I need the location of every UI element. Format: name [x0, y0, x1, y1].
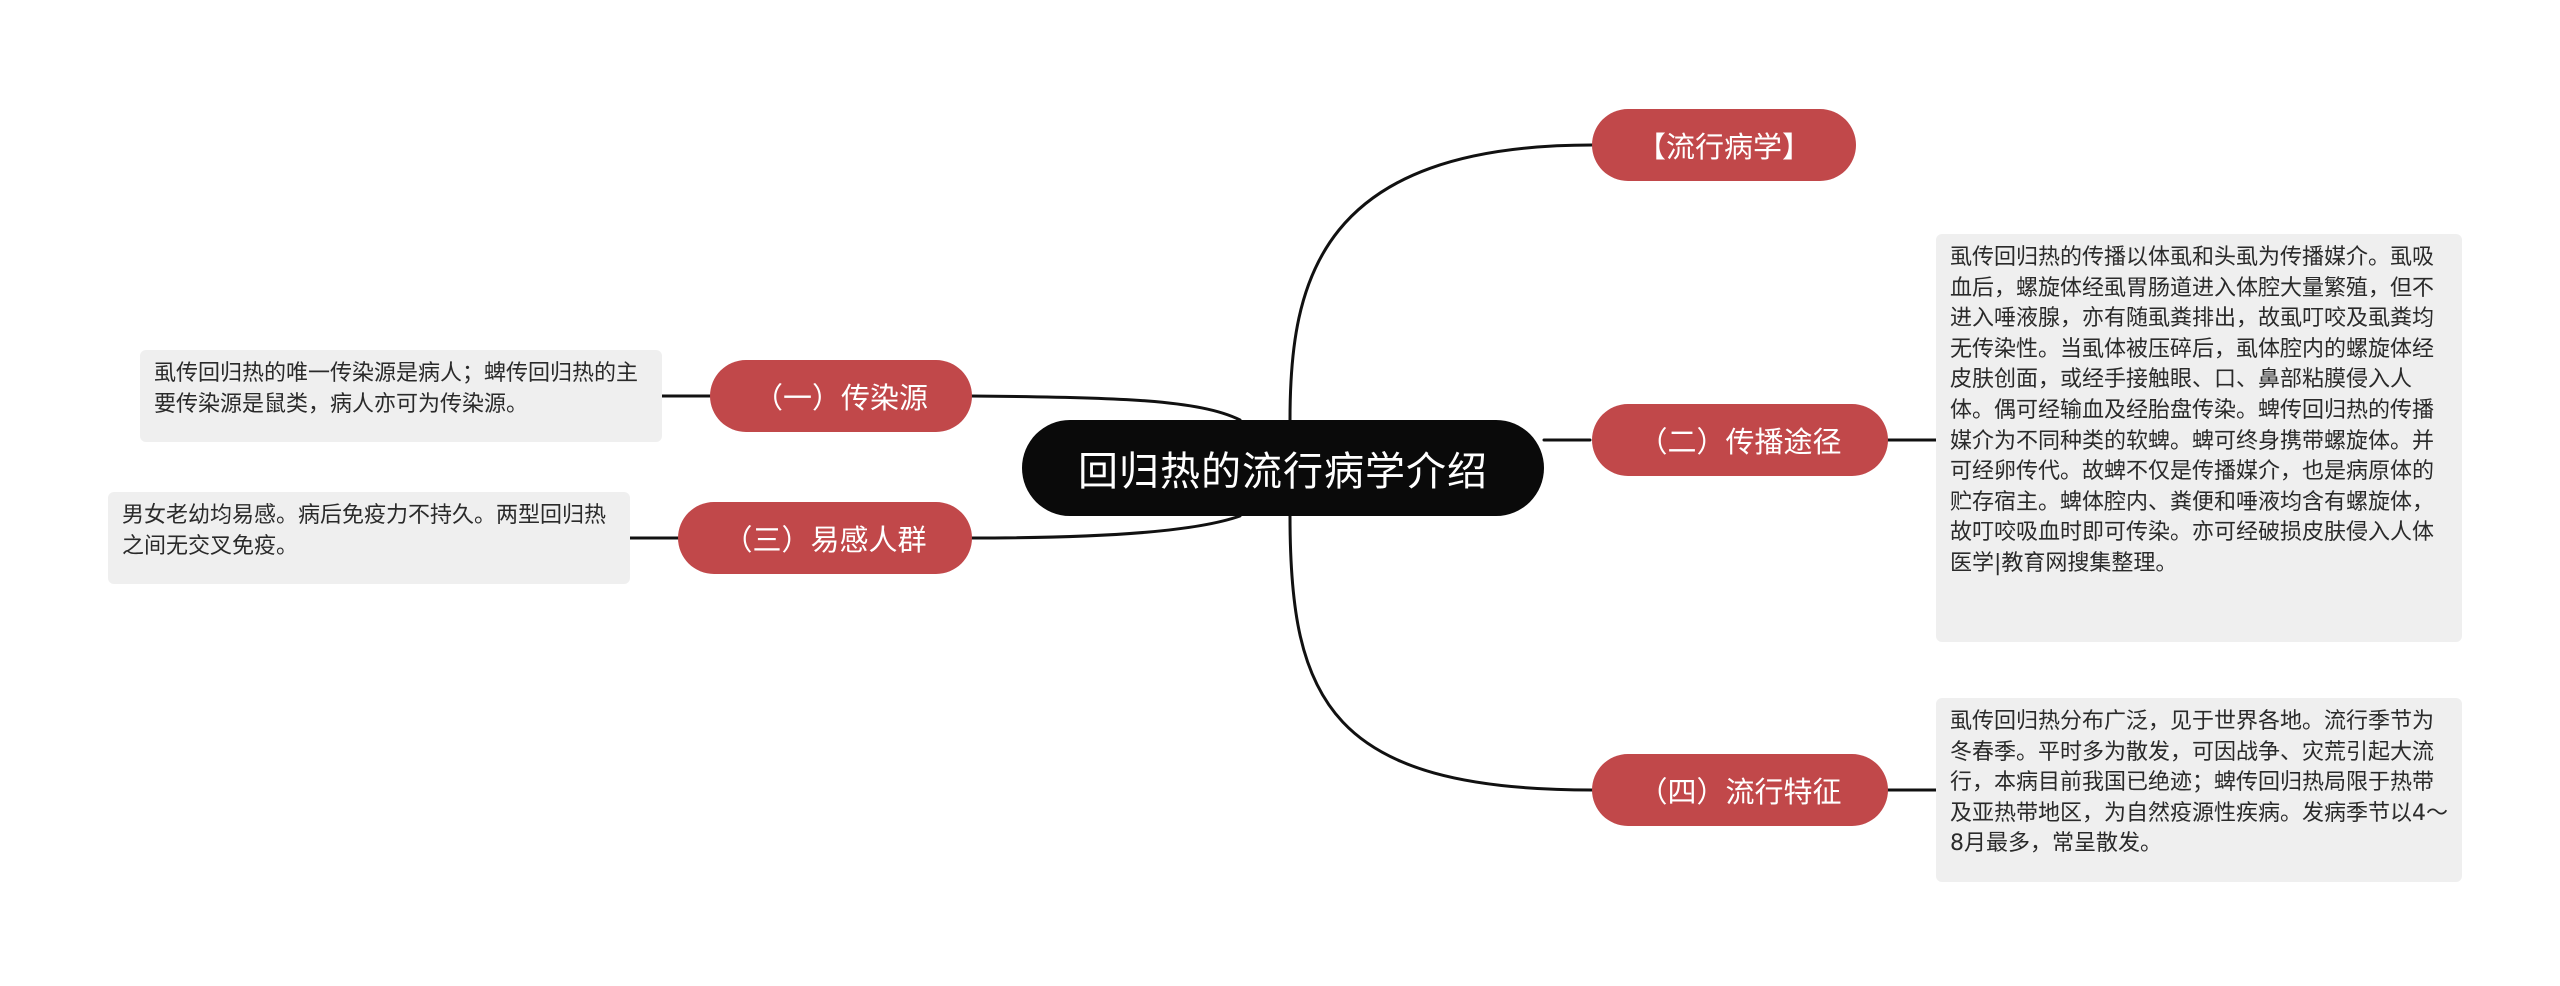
branch-epidemic-features[interactable]: （四）流行特征	[1592, 754, 1888, 826]
branch-label: （三）易感人群	[723, 523, 927, 557]
branch-susceptible-population[interactable]: （三）易感人群	[678, 502, 972, 574]
branch-label: （四）流行特征	[1638, 775, 1842, 809]
branch-label: 【流行病学】	[1636, 130, 1811, 164]
branch-epidemiology-header[interactable]: 【流行病学】	[1592, 109, 1856, 181]
branch-transmission-route[interactable]: （二）传播途径	[1592, 404, 1888, 476]
note-text: 虱传回归热分布广泛，见于世界各地。流行季节为冬春季。平时多为散发，可因战争、灾荒…	[1950, 709, 2448, 856]
connector-root-to-header	[1288, 143, 1594, 422]
note-text: 虱传回归热的传播以体虱和头虱为传播媒介。虱吸血后，螺旋体经虱胃肠道进入体腔大量繁…	[1950, 245, 2435, 576]
connector-root-to-features	[1288, 514, 1594, 792]
note-text: 虱传回归热的唯一传染源是病人；蜱传回归热的主要传染源是鼠类，病人亦可为传染源。	[154, 361, 639, 417]
root-title: 回归热的流行病学介绍	[1078, 449, 1488, 495]
connector-root-to-susceptible	[968, 514, 1242, 540]
root-topic[interactable]: 回归热的流行病学介绍	[1022, 420, 1544, 516]
note-susceptible-population: 男女老幼均易感。病后免疫力不持久。两型回归热之间无交叉免疫。	[108, 492, 630, 584]
connector-root-to-source	[968, 394, 1242, 422]
note-infection-source: 虱传回归热的唯一传染源是病人；蜱传回归热的主要传染源是鼠类，病人亦可为传染源。	[140, 350, 662, 442]
note-transmission-route: 虱传回归热的传播以体虱和头虱为传播媒介。虱吸血后，螺旋体经虱胃肠道进入体腔大量繁…	[1936, 234, 2462, 642]
note-text: 男女老幼均易感。病后免疫力不持久。两型回归热之间无交叉免疫。	[122, 503, 607, 559]
branch-infection-source[interactable]: （一）传染源	[710, 360, 972, 432]
note-epidemic-features: 虱传回归热分布广泛，见于世界各地。流行季节为冬春季。平时多为散发，可因战争、灾荒…	[1936, 698, 2462, 882]
branch-label: （二）传播途径	[1638, 425, 1842, 459]
branch-label: （一）传染源	[753, 381, 928, 415]
